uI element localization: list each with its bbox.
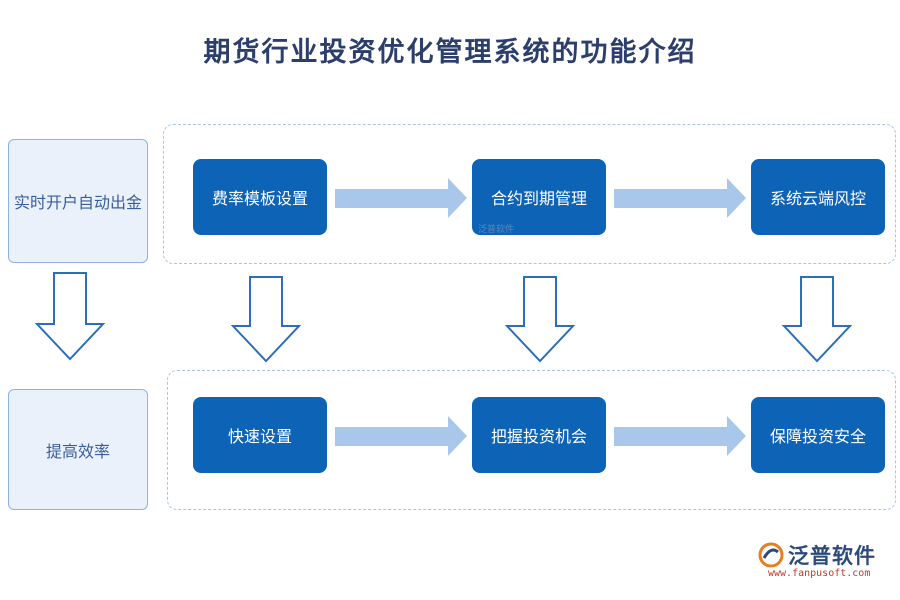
watermark: 泛普软件 bbox=[478, 225, 515, 235]
node-contract-expiry: 合约到期管理 bbox=[472, 159, 606, 235]
right-arrow-4 bbox=[614, 416, 746, 456]
node-cloud-risk-control: 系统云端风控 bbox=[751, 159, 885, 235]
node-investment-safety: 保障投资安全 bbox=[751, 397, 885, 473]
node-contract-expiry-label: 合约到期管理 bbox=[490, 189, 587, 208]
node-seize-opportunity: 把握投资机会 bbox=[472, 397, 606, 473]
logo-url: www.fanpusoft.com bbox=[768, 568, 871, 579]
node-fee-template-label: 费率模板设置 bbox=[211, 189, 308, 208]
side-label-bottom-text: 提高效率 bbox=[45, 441, 110, 461]
brand-logo: 泛普软件 www.fanpusoft.com bbox=[758, 540, 886, 586]
fanpu-logo-icon bbox=[758, 542, 784, 568]
page-title: 期货行业投资优化管理系统的功能介绍 bbox=[203, 37, 697, 68]
down-arrow-4 bbox=[781, 276, 853, 363]
node-quick-setup-label: 快速设置 bbox=[227, 427, 292, 446]
node-cloud-risk-control-label: 系统云端风控 bbox=[769, 189, 866, 208]
node-quick-setup: 快速设置 bbox=[193, 397, 327, 473]
side-label-top: 实时开户自动出金 bbox=[8, 139, 148, 263]
node-seize-opportunity-label: 把握投资机会 bbox=[490, 427, 587, 446]
down-arrow-1 bbox=[34, 272, 106, 361]
side-label-bottom: 提高效率 bbox=[8, 389, 148, 510]
node-investment-safety-label: 保障投资安全 bbox=[769, 427, 866, 446]
bottom-group-frame bbox=[167, 370, 896, 510]
logo-name: 泛普软件 bbox=[788, 544, 876, 568]
down-arrow-3 bbox=[504, 276, 576, 363]
side-label-top-text: 实时开户自动出金 bbox=[13, 193, 142, 212]
node-fee-template: 费率模板设置 bbox=[193, 159, 327, 235]
right-arrow-3 bbox=[335, 416, 467, 456]
right-arrow-1 bbox=[335, 178, 467, 218]
right-arrow-2 bbox=[614, 178, 746, 218]
top-group-frame bbox=[163, 124, 896, 264]
down-arrow-2 bbox=[230, 276, 302, 363]
